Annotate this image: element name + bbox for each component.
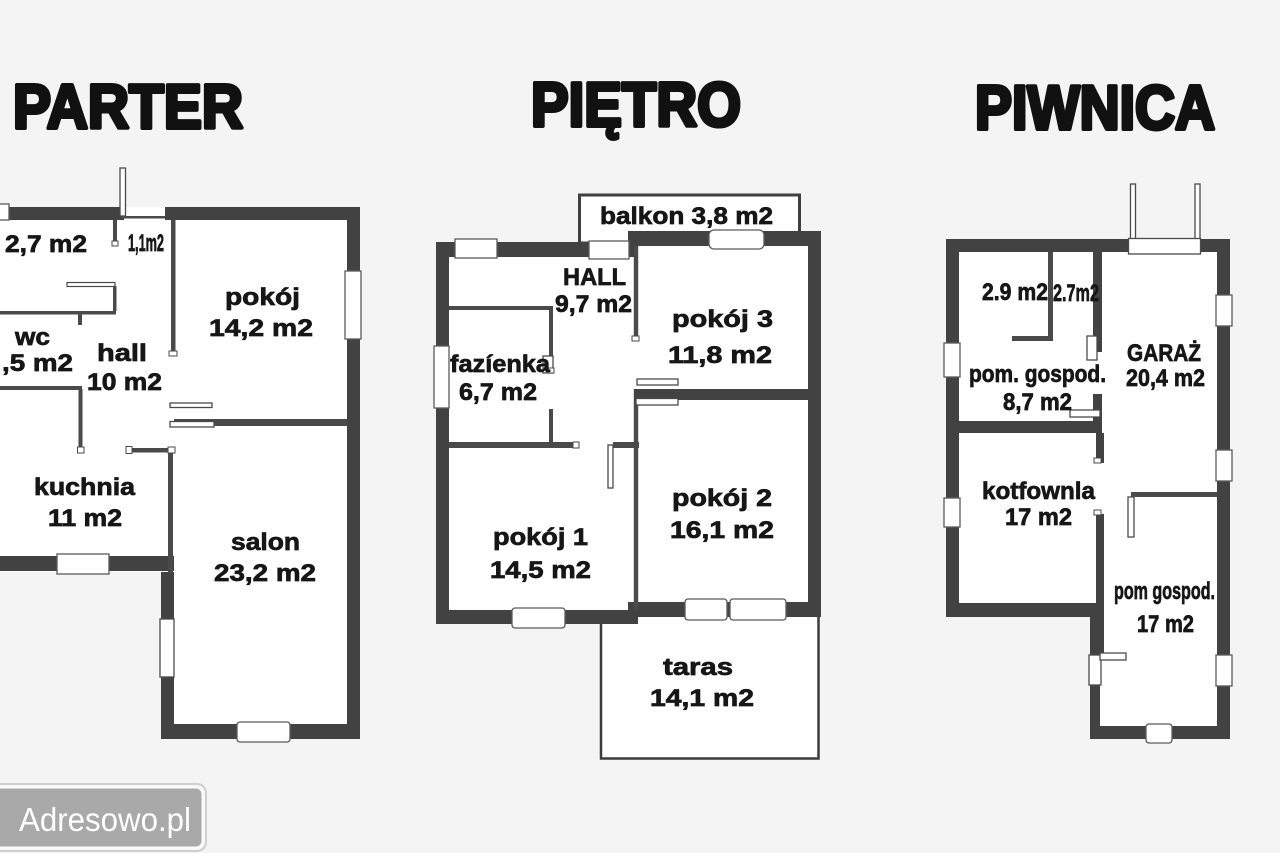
svg-text:9,7 m2: 9,7 m2 <box>555 291 632 318</box>
svg-text:HALL: HALL <box>563 264 626 291</box>
svg-text:Adresowo.pl: Adresowo.pl <box>19 801 191 838</box>
svg-text:17 m2: 17 m2 <box>1005 504 1072 531</box>
svg-text:pokój 1: pokój 1 <box>493 524 588 551</box>
svg-text:23,2 m2: 23,2 m2 <box>214 560 316 587</box>
svg-text:1,1m2: 1,1m2 <box>128 230 164 257</box>
svg-text:salon: salon <box>231 529 300 556</box>
svg-text:balkon 3,8 m2: balkon 3,8 m2 <box>600 203 773 230</box>
svg-text:10 m2: 10 m2 <box>87 369 162 396</box>
svg-text:hall: hall <box>97 340 147 367</box>
svg-text:pom gospod.: pom gospod. <box>1114 578 1215 605</box>
svg-text:kuchnia: kuchnia <box>34 474 136 501</box>
svg-text:16,1 m2: 16,1 m2 <box>670 517 774 544</box>
svg-text:20,4 m2: 20,4 m2 <box>1126 365 1205 392</box>
svg-text:6,7 m2: 6,7 m2 <box>459 379 537 406</box>
svg-text:14,1 m2: 14,1 m2 <box>650 685 754 712</box>
svg-text:GARAŻ: GARAŻ <box>1127 340 1201 367</box>
svg-text:pokój 3: pokój 3 <box>672 306 773 333</box>
svg-text:pokój 2: pokój 2 <box>672 485 772 512</box>
svg-text:PIWNICA: PIWNICA <box>975 74 1215 143</box>
svg-text:11 m2: 11 m2 <box>48 505 122 532</box>
svg-text:2,7 m2: 2,7 m2 <box>5 231 87 258</box>
svg-text:2.9 m2: 2.9 m2 <box>982 279 1048 306</box>
svg-text:pokój: pokój <box>225 284 300 311</box>
svg-text:taras: taras <box>663 654 733 681</box>
svg-text:kotfownla: kotfownla <box>982 478 1096 505</box>
svg-text:11,8 m2: 11,8 m2 <box>668 342 772 369</box>
svg-text:,5 m2: ,5 m2 <box>2 350 73 377</box>
svg-text:17 m2: 17 m2 <box>1137 611 1194 638</box>
svg-text:8,7 m2: 8,7 m2 <box>1003 389 1072 416</box>
svg-text:pom. gospod.: pom. gospod. <box>969 361 1106 388</box>
svg-text:14,5 m2: 14,5 m2 <box>490 557 591 584</box>
svg-text:fazíenka: fazíenka <box>450 351 551 378</box>
svg-text:14,2 m2: 14,2 m2 <box>209 315 313 342</box>
svg-text:wc: wc <box>14 324 50 351</box>
svg-text:PARTER: PARTER <box>13 73 243 142</box>
svg-text:2.7m2: 2.7m2 <box>1053 280 1099 307</box>
svg-text:PIĘTRO: PIĘTRO <box>531 71 741 140</box>
